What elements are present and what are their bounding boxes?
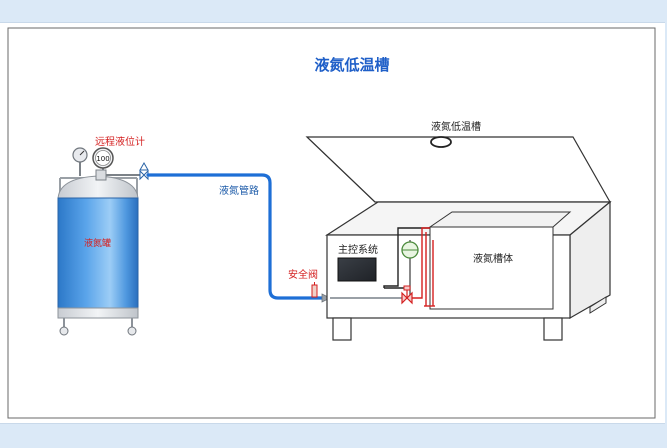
label-control-system: 主控系统 (338, 243, 378, 256)
cryogenic-tank (305, 136, 612, 341)
label-tank: 液氮罐 (84, 237, 111, 249)
flow-meter (401, 240, 419, 298)
ln2-storage-tank (57, 169, 139, 336)
diagram-title: 液氮低温槽 (314, 56, 389, 74)
label-lid: 液氮低温槽 (431, 120, 481, 133)
gauge-value: 100 (96, 155, 109, 163)
label-tank-body: 液氮槽体 (473, 252, 513, 265)
control-screen (337, 257, 377, 282)
diagram-border (7, 27, 656, 419)
safety-valve (311, 282, 318, 298)
label-safety-valve: 安全阀 (288, 268, 318, 281)
feed-line (412, 227, 435, 307)
pipe-inlet-arrow (321, 293, 331, 303)
solenoid-valve (401, 285, 413, 305)
remote-level-gauge: 100 (92, 147, 114, 170)
inner-tank-body (429, 226, 554, 310)
lid-port (430, 136, 452, 148)
tank-wheel-left (59, 326, 69, 336)
ln2-pipeline (146, 173, 324, 300)
tank-outlet-valve (106, 161, 149, 181)
label-pipe: 液氮管路 (219, 184, 259, 197)
label-remote-gauge: 远程液位计 (95, 135, 145, 148)
tank-wheel-right (127, 326, 137, 336)
pressure-gauge (72, 147, 88, 176)
tank-lid (305, 136, 612, 203)
